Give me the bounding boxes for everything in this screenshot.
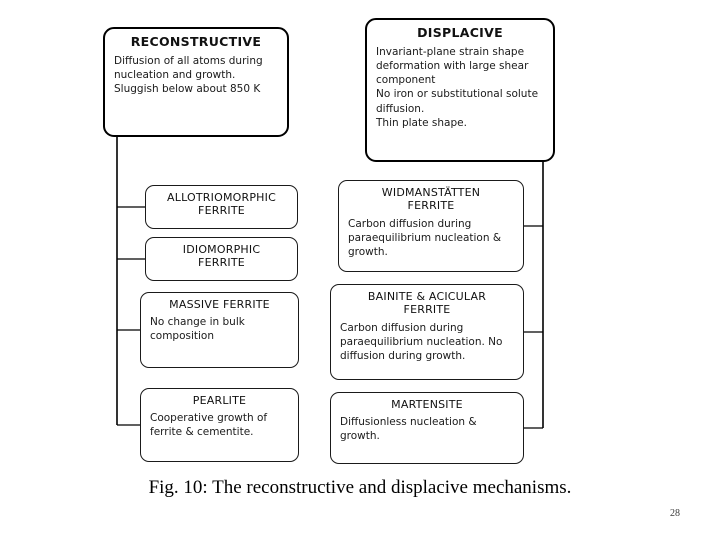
node-allotriomorphic-ferrite: ALLOTRIOMORPHIC FERRITE [145, 185, 298, 229]
node-pearlite: PEARLITE Cooperative growth of ferrite &… [140, 388, 299, 462]
node-reconstructive-title: RECONSTRUCTIVE [130, 34, 262, 49]
node-widmanstatten-ferrite: WIDMANSTÄTTEN FERRITE Carbon diffusion d… [338, 180, 524, 272]
node-displacive: DISPLACIVE Invariant-plane strain shape … [365, 18, 555, 162]
node-reconstructive: RECONSTRUCTIVE Diffusion of all atoms du… [103, 27, 289, 137]
connector-lines [116, 137, 544, 429]
node-widmanstatten-ferrite-body: Carbon diffusion during paraequilibrium … [348, 217, 502, 258]
node-martensite-title: MARTENSITE [391, 398, 463, 411]
node-bainite-acicular-ferrite-body: Carbon diffusion during paraequilibrium … [340, 321, 503, 362]
node-displacive-title: DISPLACIVE [417, 25, 503, 40]
mechanism-tree-diagram: RECONSTRUCTIVE Diffusion of all atoms du… [103, 18, 555, 464]
figure-caption: Fig. 10: The reconstructive and displaci… [148, 477, 572, 498]
node-pearlite-title: PEARLITE [192, 394, 247, 407]
node-idiomorphic-ferrite-title: IDIOMORPHIC FERRITE [182, 243, 261, 270]
node-bainite-acicular-ferrite-title: BAINITE & ACICULAR FERRITE [367, 290, 487, 317]
node-pearlite-body: Cooperative growth of ferrite & cementit… [150, 412, 268, 439]
node-reconstructive-body: Diffusion of all atoms during nucleation… [114, 55, 263, 96]
node-idiomorphic-ferrite: IDIOMORPHIC FERRITE [145, 237, 298, 281]
node-displacive-body: Invariant-plane strain shape deformation… [376, 46, 539, 129]
page-number: 28 [670, 508, 680, 519]
node-massive-ferrite: MASSIVE FERRITE No change in bulk compos… [140, 292, 299, 368]
node-massive-ferrite-title: MASSIVE FERRITE [169, 298, 270, 311]
node-widmanstatten-ferrite-title: WIDMANSTÄTTEN FERRITE [381, 186, 481, 213]
node-massive-ferrite-body: No change in bulk composition [150, 316, 245, 343]
node-allotriomorphic-ferrite-title: ALLOTRIOMORPHIC FERRITE [167, 191, 276, 218]
node-martensite: MARTENSITE Diffusionless nucleation & gr… [330, 392, 524, 464]
node-bainite-acicular-ferrite: BAINITE & ACICULAR FERRITE Carbon diffus… [330, 284, 524, 380]
node-martensite-body: Diffusionless nucleation & growth. [340, 416, 477, 443]
